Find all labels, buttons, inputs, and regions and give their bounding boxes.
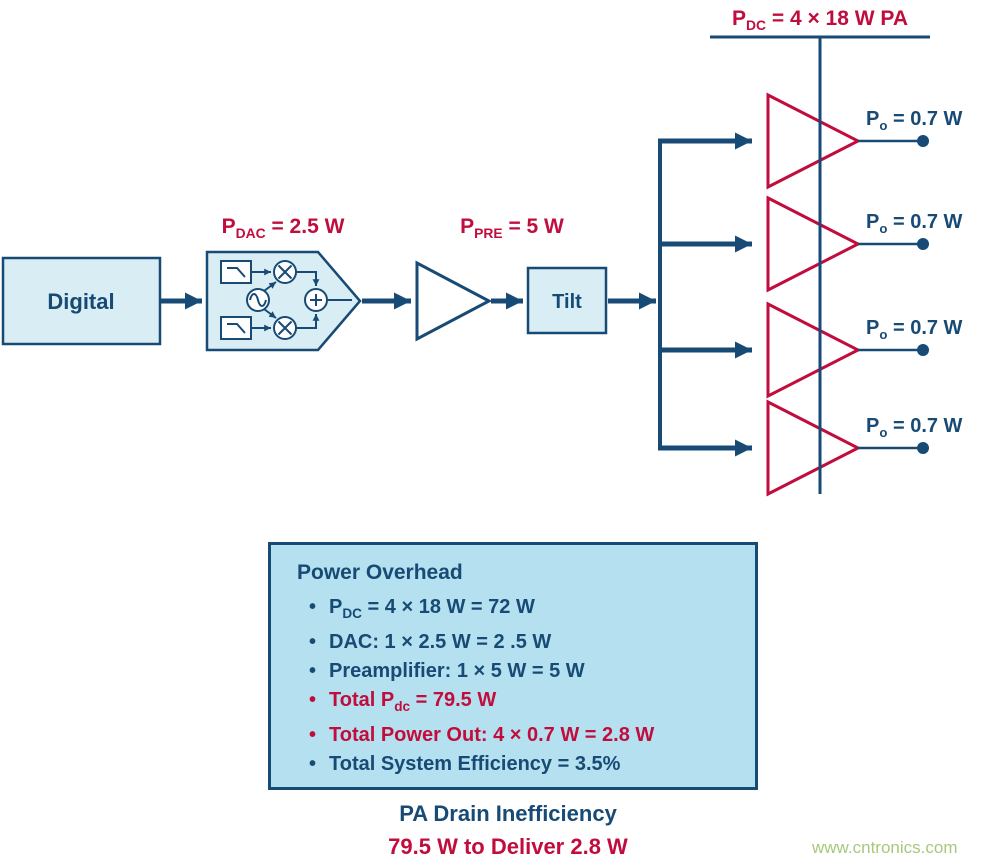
bullet-icon: • — [309, 596, 317, 618]
pa4-output-label: Po = 0.7 W — [866, 415, 963, 440]
bullet-icon: • — [309, 724, 317, 746]
digital-block — [1, 256, 162, 346]
caption-line1: PA Drain Inefficiency — [399, 801, 617, 826]
power-overhead-box: Power Overhead •PDC = 4 × 18 W = 72 W •D… — [268, 542, 758, 790]
bullet-icon: • — [309, 660, 317, 682]
summer-plus — [310, 294, 322, 306]
filter-curve — [227, 267, 246, 278]
pdc-supply-label: PDC = 4 × 18 W PA — [732, 7, 908, 33]
pa2-output-dot — [917, 238, 929, 250]
pa-triangle-2 — [766, 195, 862, 293]
preamp-triangle — [415, 260, 493, 342]
caption-line2: 79.5 W to Deliver 2.8 W — [388, 834, 628, 859]
overhead-item-preamp: •Preamplifier: 1 × 5 W = 5 W — [309, 657, 747, 686]
digital-label: Digital — [47, 289, 114, 314]
overhead-item-total-pdc: •Total Pdc = 79.5 W — [309, 686, 747, 721]
dac-wire — [263, 281, 277, 292]
watermark-text: www.cntronics.com — [812, 838, 958, 857]
power-overhead-title: Power Overhead — [297, 561, 463, 584]
bullet-icon: • — [309, 689, 317, 711]
lowpass-filter-icon — [220, 260, 252, 284]
mixer-cross — [277, 320, 293, 336]
pa3-output-dot — [917, 344, 929, 356]
pa2-output-label: Po = 0.7 W — [866, 211, 963, 236]
dac-wire — [296, 271, 320, 286]
bullet-icon: • — [309, 631, 317, 653]
pa-triangle-4 — [766, 399, 862, 497]
pa1-output-label: Po = 0.7 W — [866, 108, 963, 133]
filter-curve — [227, 323, 246, 334]
overhead-item-total-power-out: •Total Power Out: 4 × 0.7 W = 2.8 W — [309, 721, 747, 750]
signal-chain-diagram: PDC = 4 × 18 W PA Digital PDAC = 2.5 W — [1, 7, 963, 497]
tilt-label: Tilt — [552, 291, 582, 313]
dac-wire — [263, 308, 277, 319]
pa-triangle-1 — [766, 92, 862, 190]
ppre-label: PPRE = 5 W — [460, 215, 564, 241]
pa3-output-label: Po = 0.7 W — [866, 317, 963, 342]
pa-triangle-3 — [766, 301, 862, 399]
mixer-cross — [277, 264, 293, 280]
pdac-label: PDAC = 2.5 W — [222, 215, 345, 241]
dac-wire — [296, 314, 320, 329]
bullet-icon: • — [309, 753, 317, 775]
tilt-block — [526, 266, 608, 335]
pa4-output-dot — [917, 442, 929, 454]
overhead-item-pdc: •PDC = 4 × 18 W = 72 W — [309, 593, 747, 628]
lowpass-filter-icon — [220, 316, 252, 340]
sine-wave — [249, 293, 267, 307]
overhead-item-dac: •DAC: 1 × 2.5 W = 2 .5 W — [309, 628, 747, 657]
overhead-item-efficiency: •Total System Efficiency = 3.5% — [309, 750, 747, 779]
pa1-output-dot — [917, 135, 929, 147]
